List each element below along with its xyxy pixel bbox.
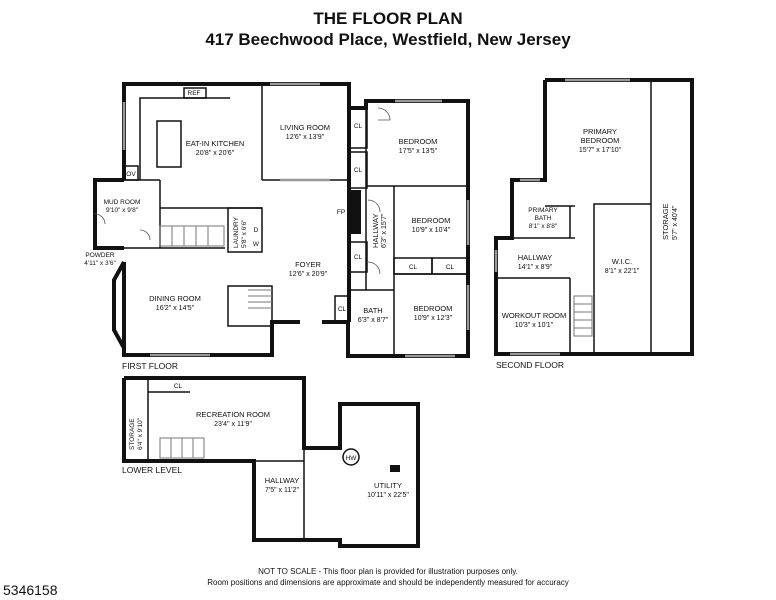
- label-closet-6: CL: [446, 264, 455, 271]
- room-label-primary-bedroom-1: PRIMARY: [583, 127, 617, 136]
- room-dims-kitchen: 20'8" x 20'6": [196, 150, 235, 157]
- room-dims-bedroom-1: 17'5" x 13'5": [399, 148, 438, 155]
- first-floor-plan: EAT-IN KITCHEN 20'8" x 20'6" LIVING ROOM…: [84, 82, 470, 371]
- room-label-foyer: FOYER: [295, 260, 321, 269]
- room-dims-recreation: 23'4" x 11'9": [214, 421, 252, 428]
- room-dims-dining: 16'2" x 14'5": [156, 305, 195, 312]
- second-floor-plan: PRIMARY BEDROOM 15'7" x 17'10" PRIMARY B…: [494, 78, 694, 370]
- label-closet-5: CL: [409, 264, 418, 271]
- label-oven: OV: [126, 171, 136, 178]
- closet-3: [348, 241, 368, 273]
- room-label-bedroom-3: BEDROOM: [414, 304, 453, 313]
- fireplace: [349, 190, 361, 234]
- stairs-first-a: [159, 225, 225, 247]
- room-label-wic: W.I.C.: [612, 257, 632, 266]
- room-label-bedroom-1: BEDROOM: [399, 137, 438, 146]
- floor-label-first: FIRST FLOOR: [122, 361, 178, 371]
- room-label-primary-bath-1: PRIMARY: [528, 207, 558, 214]
- room-label-bedroom-2: BEDROOM: [412, 216, 451, 225]
- closet-4: [334, 295, 350, 323]
- room-dims-bedroom-3: 10'9" x 12'3": [414, 315, 453, 322]
- label-closet-lower: CL: [174, 383, 183, 390]
- plan-title: THE FLOOR PLAN: [313, 9, 463, 28]
- wall-wic: [593, 203, 651, 238]
- closet-2: [348, 151, 368, 189]
- room-label-primary-bedroom-2: BEDROOM: [581, 136, 620, 145]
- room-label-living: LIVING ROOM: [280, 123, 330, 132]
- room-label-dining: DINING ROOM: [149, 294, 201, 303]
- property-address: 417 Beechwood Place, Westfield, New Jers…: [205, 30, 571, 49]
- label-water-heater: HW: [346, 455, 358, 462]
- room-label-primary-bath-2: BATH: [535, 215, 552, 222]
- label-closet-4: CL: [338, 306, 347, 313]
- stairs-first-b: [227, 285, 273, 327]
- label-fireplace: FP: [337, 209, 345, 216]
- room-dims-foyer: 12'6" x 20'9": [289, 271, 328, 278]
- room-label-storage-lower: STORAGE: [129, 418, 136, 450]
- room-dims-storage-2: 5'7" x 40'4": [672, 205, 679, 240]
- room-dims-primary-bedroom: 15'7" x 17'10": [579, 147, 622, 154]
- room-label-powder: POWDER: [85, 252, 115, 259]
- laundry-room-outline: [227, 207, 263, 253]
- label-washer: W: [253, 241, 260, 248]
- lower-level-plan: CL HW RECREATION ROOM 23'4" x 11'9" STOR…: [122, 376, 420, 548]
- room-label-laundry: LAUNDRY: [233, 216, 240, 248]
- room-dims-storage-lower: 6'4" x 9'10": [137, 417, 144, 450]
- room-dims-living: 12'6" x 13'9": [286, 134, 325, 141]
- room-dims-primary-bath: 8'1" x 8'8": [529, 223, 558, 230]
- room-dims-hallway-2: 14'1" x 8'9": [518, 264, 553, 271]
- room-label-hallway-1: HALLWAY: [371, 214, 380, 248]
- first-floor-outer-wall-south: [346, 322, 395, 358]
- room-dims-hallway-lower: 7'5" x 11'2": [265, 487, 299, 494]
- room-dims-bedroom-2: 10'9" x 10'4": [412, 227, 451, 234]
- room-label-kitchen: EAT-IN KITCHEN: [186, 139, 245, 148]
- dining-room-wall: [112, 261, 126, 349]
- room-dims-bath: 6'3" x 8'7": [358, 317, 389, 324]
- room-label-bath: BATH: [363, 306, 382, 315]
- room-dims-workout: 10'3" x 10'1": [515, 322, 554, 329]
- room-dims-mud-room: 9'10" x 9'8": [106, 207, 139, 214]
- mud-room-wall: [93, 178, 124, 250]
- refrigerator: [183, 87, 207, 99]
- room-dims-laundry: 5'8" x 6'6": [241, 219, 248, 248]
- room-label-recreation: RECREATION ROOM: [196, 410, 270, 419]
- label-dryer: D: [254, 227, 259, 234]
- room-label-workout: WORKOUT ROOM: [502, 311, 566, 320]
- lower-level-outer-wall: [122, 376, 420, 548]
- label-refrigerator: REF: [188, 90, 201, 97]
- label-closet-2: CL: [354, 167, 363, 174]
- listing-id: 5346158: [3, 582, 58, 598]
- room-label-hallway-2: HALLWAY: [518, 253, 552, 262]
- disclaimer-line-1: NOT TO SCALE - This floor plan is provid…: [258, 567, 518, 576]
- oven: [123, 165, 139, 181]
- first-floor-south-foyer: [225, 320, 300, 357]
- label-closet-1: CL: [354, 123, 363, 130]
- room-dims-utility: 10'11" x 22'5": [367, 492, 409, 499]
- floor-label-lower: LOWER LEVEL: [122, 465, 182, 475]
- room-label-storage-2: STORAGE: [661, 203, 670, 240]
- disclaimer-line-2: Room positions and dimensions are approx…: [207, 578, 569, 587]
- room-dims-powder: 4'11" x 3'6": [84, 260, 116, 267]
- closet-6: [431, 257, 469, 275]
- furnace: [390, 465, 400, 472]
- room-label-utility: UTILITY: [374, 481, 402, 490]
- label-closet-3: CL: [354, 254, 363, 261]
- room-dims-wic: 8'1" x 22'1": [605, 268, 640, 275]
- room-label-hallway-lower: HALLWAY: [265, 476, 299, 485]
- room-label-mud-room: MUD ROOM: [104, 199, 141, 206]
- closet-1: [348, 107, 368, 149]
- stairs-second: [573, 295, 593, 337]
- water-heater: [342, 448, 360, 466]
- kitchen-island: [156, 120, 182, 168]
- floor-label-second: SECOND FLOOR: [496, 360, 564, 370]
- room-dims-hallway-1: 6'3" x 15'7": [381, 213, 388, 248]
